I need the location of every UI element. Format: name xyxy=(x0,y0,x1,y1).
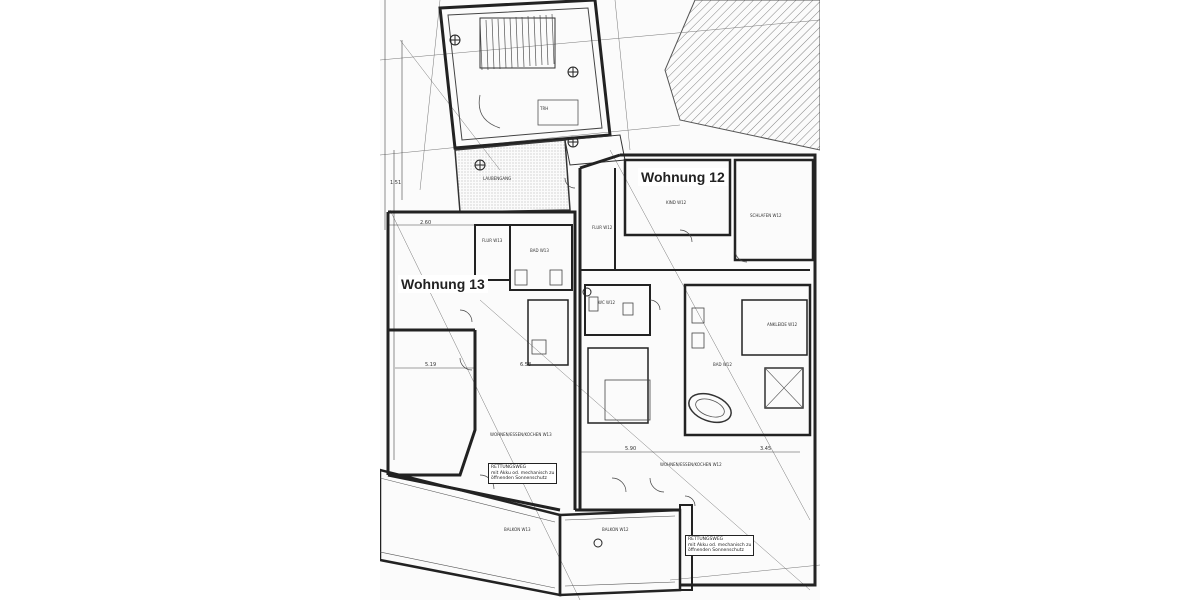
dimension-lines xyxy=(384,0,800,460)
w12-walls xyxy=(575,153,817,587)
dimension-label: 5.19 xyxy=(425,362,437,368)
floor-plan-drawing: Wohnung 12 Wohnung 13 KIND W12 SCHLAFEN … xyxy=(380,0,820,600)
bathtub xyxy=(688,392,732,424)
room-flur-w13 xyxy=(474,224,511,281)
room-label-schlafen: SCHLAFEN W12 xyxy=(750,213,782,218)
apartment-label-w13: Wohnung 13 xyxy=(398,275,488,293)
room-bad-w12 xyxy=(683,283,812,437)
room-label-bad12: BAD W12 xyxy=(713,362,732,367)
room-ankleide-w12 xyxy=(741,299,808,356)
room-label-kind: KIND W12 xyxy=(666,200,687,205)
room-label-laubengang: LAUBENGANG xyxy=(483,176,512,181)
room-label-flur13: FLUR W13 xyxy=(482,238,503,243)
note-line: RETTUNGSWEG xyxy=(688,537,724,542)
dimension-label: 5.90 xyxy=(625,446,637,452)
floor-plan-svg xyxy=(380,0,820,600)
neighbour-building-hatch xyxy=(664,0,820,151)
room-label-wc12: WC W12 xyxy=(598,300,616,305)
balkon-w13 xyxy=(380,468,562,597)
dimension-label: 1.51 xyxy=(390,180,402,186)
door-swings xyxy=(459,177,748,507)
note-rettungsweg-w12: RETTUNGSWEG mit Akku od. mechanisch zu ö… xyxy=(685,535,755,556)
kitchen-w13 xyxy=(527,299,569,366)
note-line: RETTUNGSWEG xyxy=(491,465,527,470)
room-label-ankleide: ANKLEIDE W12 xyxy=(767,322,798,327)
dimension-label: 3.45 xyxy=(760,446,772,452)
note-line: öffnenden Sonnenschutz xyxy=(491,476,547,481)
room-label-flur12: FLUR W12 xyxy=(592,225,613,230)
dimension-label: 2.60 xyxy=(420,220,432,226)
room-label-balkon12: BALKON W12 xyxy=(602,527,629,532)
stair-core xyxy=(438,0,612,150)
room-wc-w12 xyxy=(584,284,651,336)
dimension-label: 6.58 xyxy=(520,362,532,368)
balkon-railing xyxy=(380,477,676,589)
level-markers xyxy=(449,34,603,548)
room-label-wohnen13: WOHNEN/ESSEN/KOCHEN W13 xyxy=(490,432,552,437)
kitchen-w12 xyxy=(587,347,649,424)
note-line: mit Akku od. mechanisch zu xyxy=(688,542,752,548)
note-rettungsweg-w13: RETTUNGSWEG mit Akku od. mechanisch zu ö… xyxy=(488,463,558,484)
room-label-balkon13: BALKON W13 xyxy=(504,527,531,532)
note-line: öffnenden Sonnenschutz xyxy=(688,548,744,553)
room-label-wohnen12: WOHNEN/ESSEN/KOCHEN W12 xyxy=(660,462,722,467)
room-label-bad13: BAD W13 xyxy=(530,248,549,253)
room-schlafen-w12 xyxy=(733,158,815,262)
room-label-treppe: TRH xyxy=(540,106,549,111)
room-bad-w13 xyxy=(509,224,573,291)
note-line: mit Akku od. mechanisch zu xyxy=(491,470,555,476)
room-kind-w12 xyxy=(623,158,732,237)
apartment-label-w12: Wohnung 12 xyxy=(638,168,728,186)
w13-walls xyxy=(386,210,577,512)
